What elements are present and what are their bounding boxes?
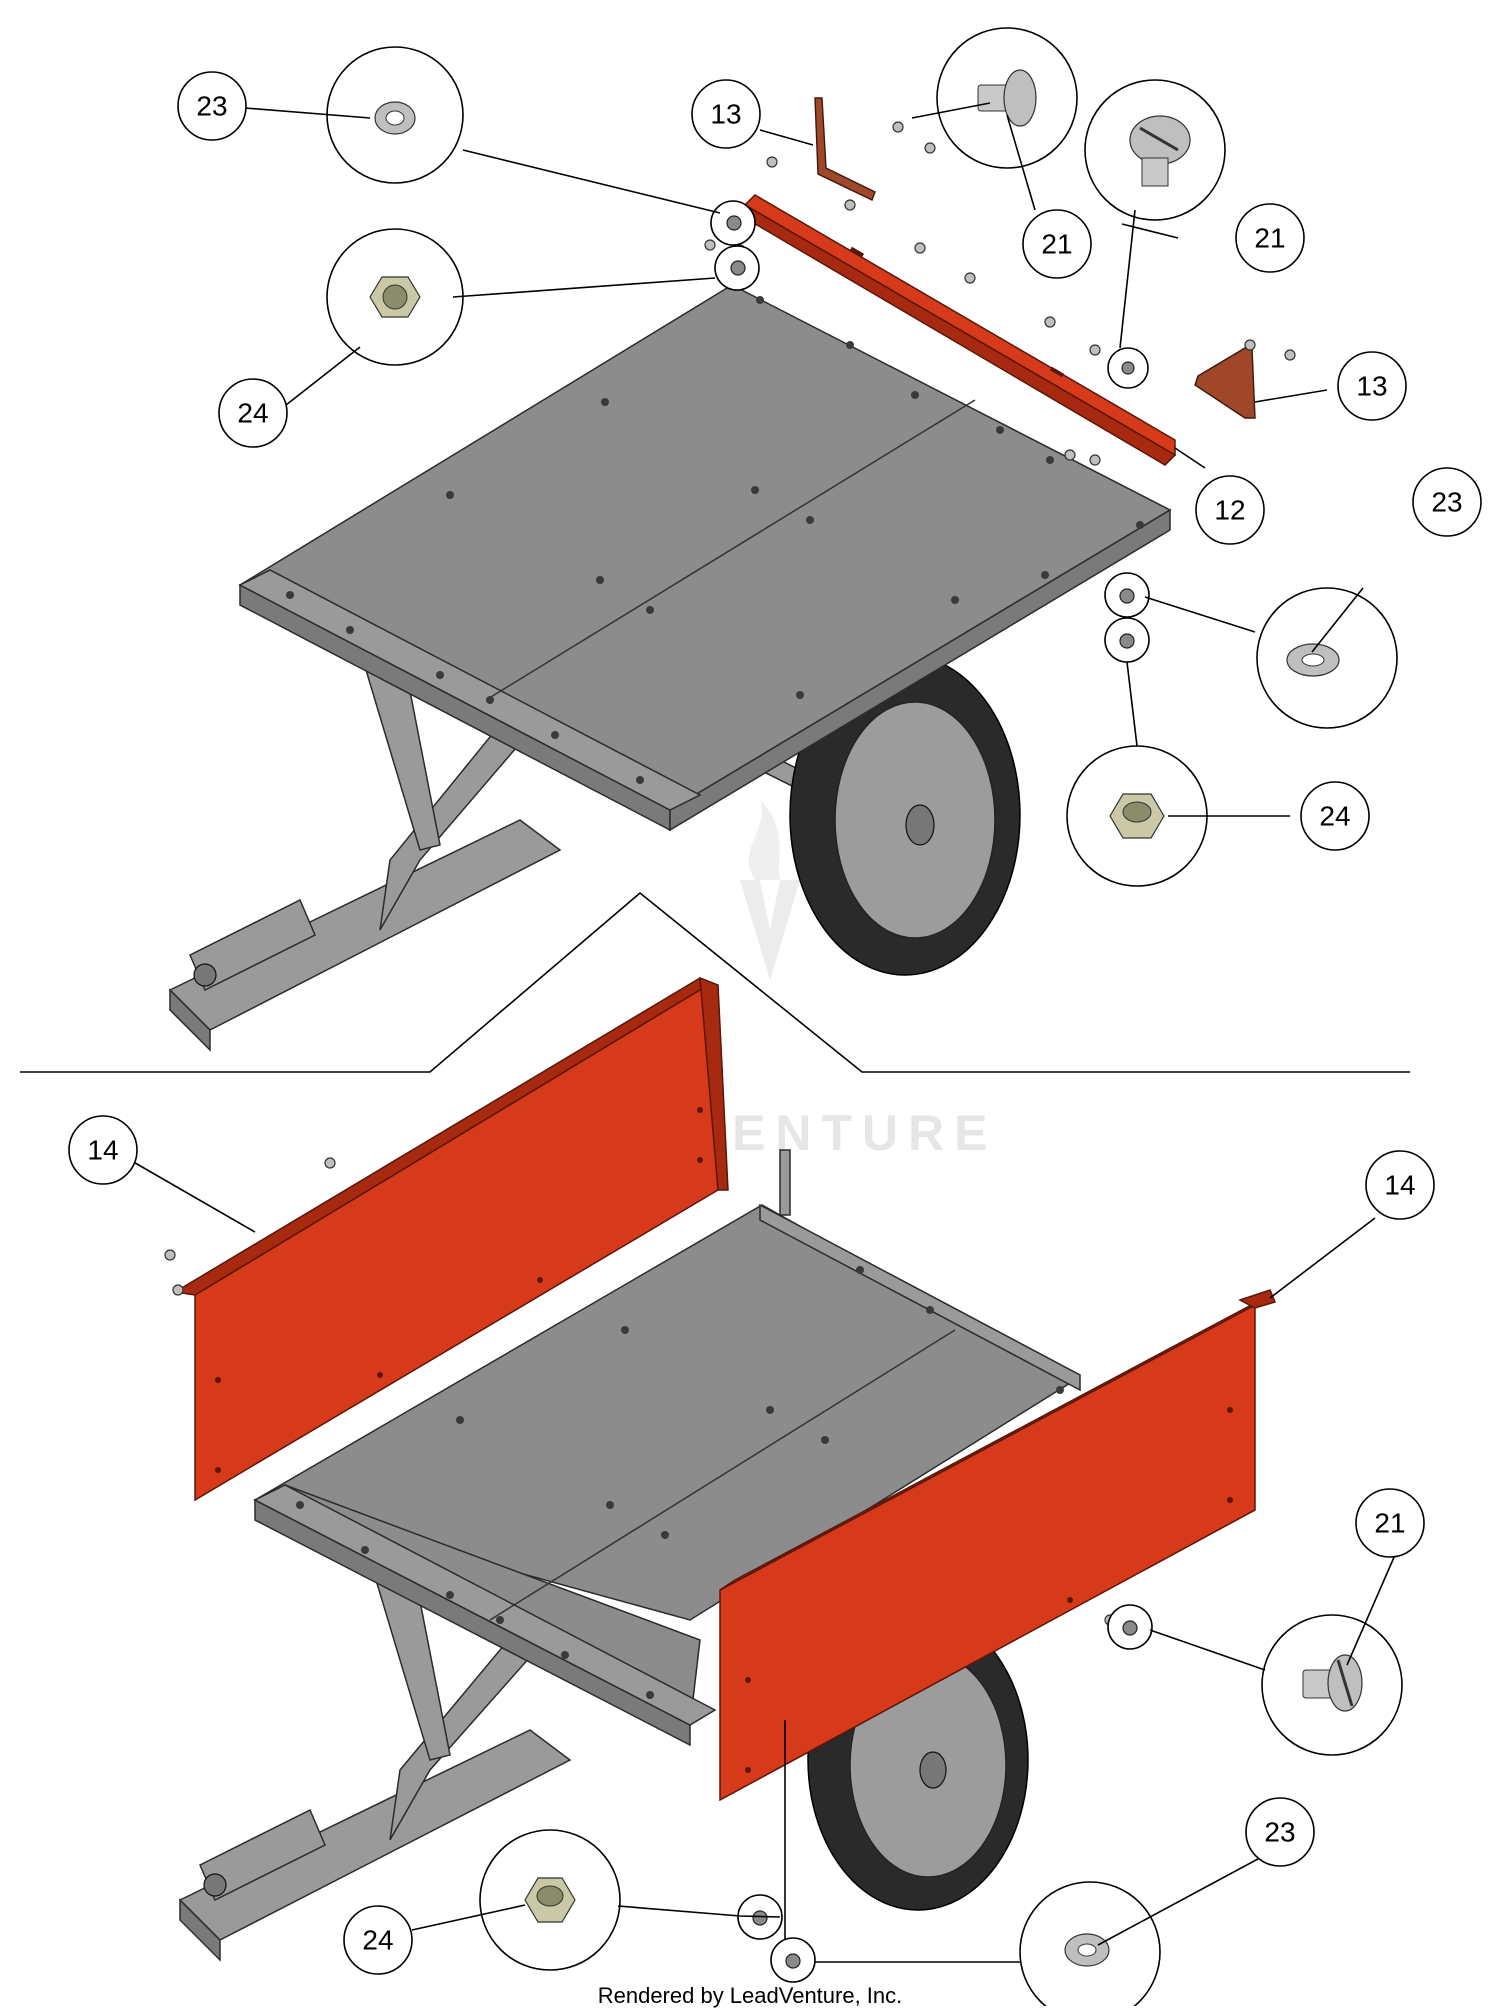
callout-24-right: 24 bbox=[1300, 781, 1370, 851]
leaders-top bbox=[244, 102, 1364, 817]
svg-text:12: 12 bbox=[1214, 495, 1245, 526]
detail-carriage-bolt-top-a bbox=[936, 27, 1078, 169]
top-wheel bbox=[789, 654, 1021, 976]
callout-24-top: 24 bbox=[218, 378, 288, 448]
callout-14-left: 14 bbox=[68, 1115, 138, 1185]
svg-text:21: 21 bbox=[1254, 223, 1285, 254]
callout-21-bottom: 21 bbox=[1355, 1488, 1425, 1558]
detail-washer-right bbox=[1256, 587, 1398, 729]
bottom-trailer-assembly bbox=[178, 1149, 1081, 1962]
callout-24-bottom: 24 bbox=[343, 1905, 413, 1975]
detail-nut-bottom bbox=[479, 1829, 621, 1971]
part-13-bracket-top bbox=[814, 97, 876, 201]
svg-text:24: 24 bbox=[362, 1925, 393, 1956]
svg-text:24: 24 bbox=[237, 398, 268, 429]
detail-slotted-bolt-bottom bbox=[1261, 1614, 1403, 1756]
callout-21-top-a: 21 bbox=[1022, 209, 1092, 279]
part-14-side-panel-left bbox=[172, 976, 729, 1502]
detail-washer-top bbox=[326, 46, 464, 184]
part-14-side-panel-right bbox=[719, 1289, 1277, 1802]
detail-nut-right bbox=[1066, 745, 1208, 887]
svg-text:13: 13 bbox=[1356, 371, 1387, 402]
svg-text:21: 21 bbox=[1041, 229, 1072, 260]
svg-text:13: 13 bbox=[710, 99, 741, 130]
callout-13-right: 13 bbox=[1337, 351, 1407, 421]
svg-text:24: 24 bbox=[1319, 801, 1350, 832]
leaders-bottom bbox=[129, 1159, 1396, 1963]
top-hitch-pin bbox=[193, 963, 217, 987]
detail-nut-top bbox=[326, 228, 464, 366]
bottom-hitch-pin bbox=[203, 1873, 227, 1897]
svg-text:14: 14 bbox=[1384, 1170, 1415, 1201]
hw-small-circles-top bbox=[710, 200, 1150, 663]
callout-14-right: 14 bbox=[1365, 1150, 1435, 1220]
small-bolts-top bbox=[704, 121, 1296, 466]
view-divider-line bbox=[20, 891, 1410, 1073]
callout-13-top: 13 bbox=[691, 79, 761, 149]
callout-23-bottom: 23 bbox=[1245, 1797, 1315, 1867]
callout-23-top: 23 bbox=[177, 71, 247, 141]
callout-23-right: 23 bbox=[1412, 467, 1482, 537]
svg-text:23: 23 bbox=[1264, 1817, 1295, 1848]
watermark-logo bbox=[740, 880, 800, 980]
top-trailer-assembly bbox=[168, 284, 1172, 1052]
top-tongue bbox=[168, 819, 562, 1031]
callout-12: 12 bbox=[1195, 475, 1265, 545]
callout-21-top-b: 21 bbox=[1235, 203, 1305, 273]
part-13-bracket-right bbox=[1194, 347, 1256, 419]
svg-text:23: 23 bbox=[1431, 487, 1462, 518]
svg-text:14: 14 bbox=[87, 1135, 118, 1166]
top-deck-holes bbox=[286, 296, 1144, 784]
footer-credit: Rendered by LeadVenture, Inc. bbox=[597, 1983, 903, 2008]
svg-text:23: 23 bbox=[196, 91, 227, 122]
detail-washer-bottom bbox=[1019, 1881, 1161, 2006]
detail-slotted-bolt-top-b bbox=[1084, 79, 1226, 221]
svg-text:21: 21 bbox=[1374, 1508, 1405, 1539]
bottom-deck-holes bbox=[296, 1266, 1064, 1699]
